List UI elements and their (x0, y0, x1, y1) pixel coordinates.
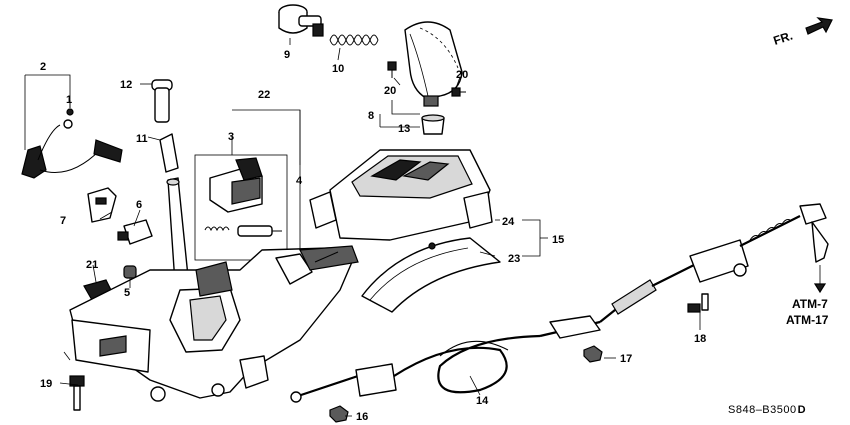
wire-harness-part (21, 108, 123, 179)
cable-bolt-part (583, 345, 603, 363)
callout-11: 11 (136, 133, 148, 145)
diagram-code-suffix: D (798, 404, 806, 416)
knob-collar-part (421, 114, 445, 135)
callout-6: 6 (136, 199, 142, 211)
selector-switch-part (87, 187, 117, 223)
reference-atm-7: ATM-7 (792, 297, 828, 311)
diagram-code-main: S848–B3500 (728, 404, 797, 416)
callout-19: 19 (40, 378, 52, 390)
callout-1: 1 (66, 94, 72, 106)
knob-spring-part (329, 34, 379, 46)
knob-screw-part-b (451, 87, 466, 97)
knob-button-part (278, 4, 324, 37)
callout-21: 21 (86, 259, 98, 271)
knob-screw-part-a (387, 61, 397, 78)
callout-7: 7 (60, 215, 66, 227)
lock-pin-part (151, 79, 173, 123)
callout-16: 16 (356, 411, 368, 423)
callout-20-a: 20 (384, 85, 396, 97)
bracket-mount-bolt-part (687, 293, 709, 313)
front-direction-arrow-icon (805, 17, 833, 35)
bushing-part (123, 265, 137, 279)
shift-rod-part (159, 133, 179, 173)
shift-knob-part (404, 21, 463, 107)
callout-8: 8 (368, 110, 374, 122)
callout-17: 17 (620, 353, 632, 365)
callout-15: 15 (552, 234, 564, 246)
callout-12: 12 (120, 79, 132, 91)
harness-connector-part (117, 219, 153, 245)
callout-5: 5 (124, 287, 130, 299)
callout-14: 14 (476, 395, 489, 407)
callout-13: 13 (398, 123, 410, 135)
callout-20-b: 20 (456, 69, 468, 81)
callout-2: 2 (40, 61, 46, 73)
reference-atm-17: ATM-17 (786, 313, 829, 327)
indicator-panel-part (361, 237, 501, 313)
cable-nut-part (329, 405, 349, 423)
console-panel-part (309, 149, 493, 241)
shift-cable-part (290, 203, 829, 403)
shift-lock-solenoid-part (194, 154, 288, 261)
callout-23: 23 (508, 253, 520, 265)
callout-10: 10 (332, 63, 344, 75)
callout-18: 18 (694, 333, 706, 345)
callout-4: 4 (296, 175, 303, 187)
callout-3: 3 (228, 131, 234, 143)
diagram-code: S848–B3500D (728, 404, 806, 416)
shift-lever-bracket-part (69, 177, 359, 402)
leader-lines (24, 38, 827, 417)
callout-24: 24 (502, 216, 515, 228)
front-direction-label: FR. (772, 29, 795, 48)
callout-22: 22 (258, 89, 270, 101)
callout-9: 9 (284, 49, 290, 61)
bracket-bolt-part (69, 375, 85, 411)
